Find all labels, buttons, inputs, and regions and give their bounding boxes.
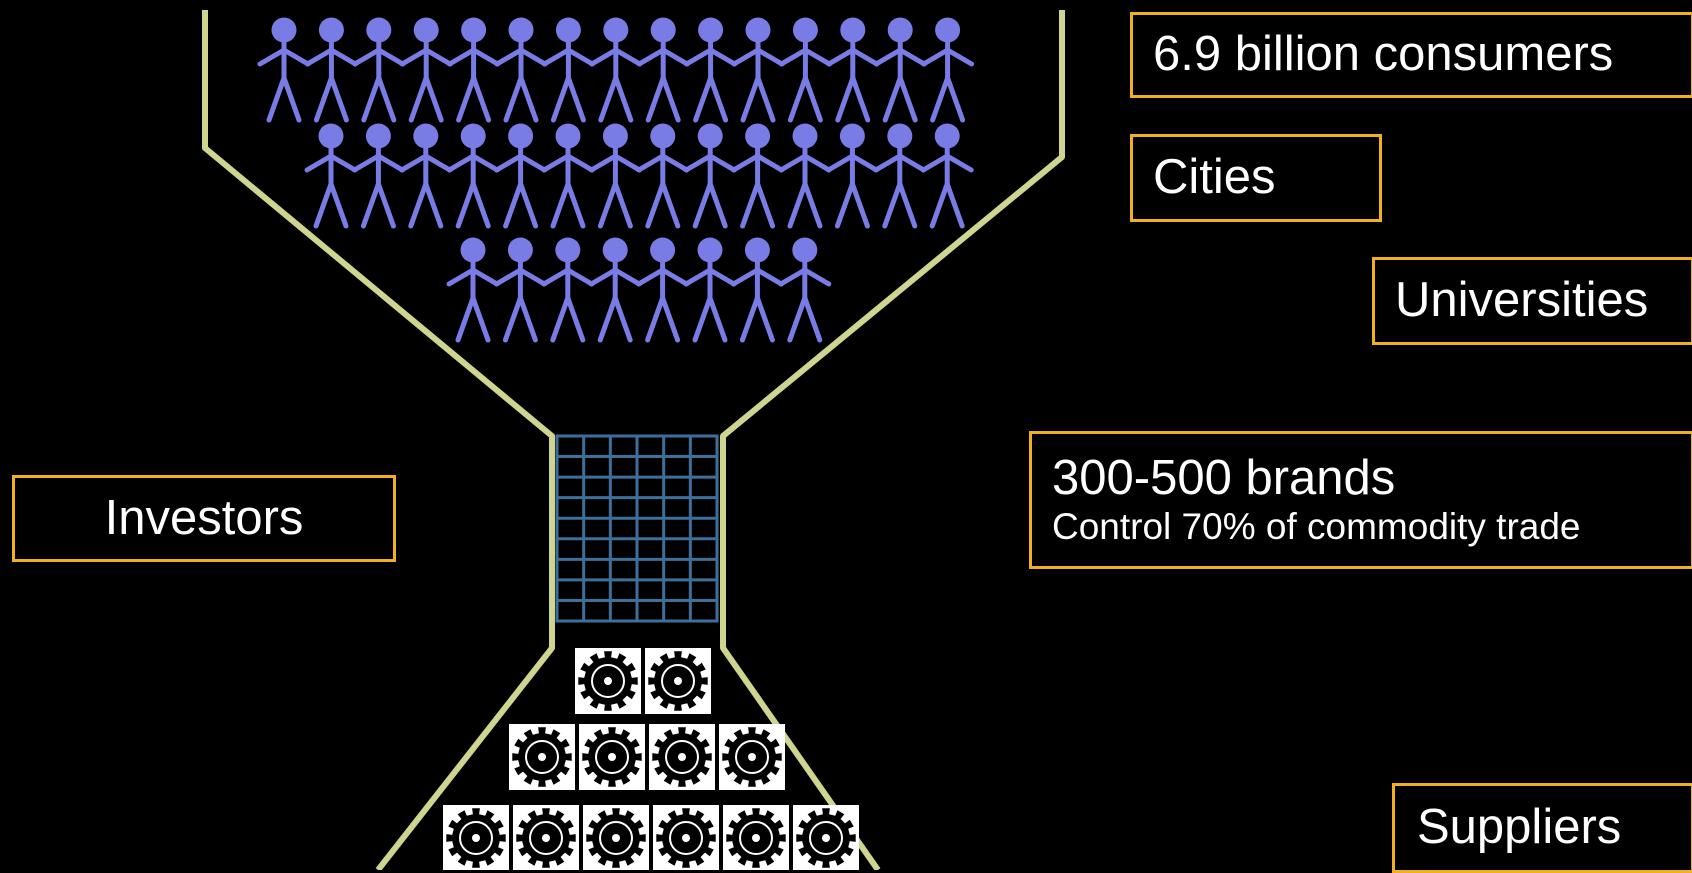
person-icon xyxy=(731,123,785,229)
person-icon xyxy=(352,17,406,123)
person-icon xyxy=(446,237,500,343)
brands-title: 300-500 brands xyxy=(1052,450,1396,505)
person-icon xyxy=(447,17,501,123)
person-icon xyxy=(446,123,500,229)
gear-icon xyxy=(513,805,579,870)
person-icon xyxy=(683,123,737,229)
person-icon xyxy=(778,237,832,343)
person-icon xyxy=(588,237,642,343)
person-icon xyxy=(541,123,595,229)
brands-subtitle: Control 70% of commodity trade xyxy=(1052,505,1581,547)
person-icon xyxy=(873,17,927,123)
consumers-crowd xyxy=(257,17,975,343)
person-icon xyxy=(541,237,595,343)
gear-icon xyxy=(443,805,509,870)
gear-row xyxy=(443,805,859,870)
person-icon xyxy=(636,123,690,229)
suppliers-label-box: Suppliers xyxy=(1392,783,1692,873)
person-icon xyxy=(684,17,738,123)
universities-label: Universities xyxy=(1395,273,1649,328)
person-icon xyxy=(589,17,643,123)
brands-grid xyxy=(555,434,719,623)
people-row xyxy=(304,123,974,229)
people-row xyxy=(446,237,832,343)
suppliers-factories xyxy=(443,648,859,870)
gear-icon xyxy=(653,805,719,870)
people-row xyxy=(257,17,975,123)
person-icon xyxy=(493,237,547,343)
person-icon xyxy=(683,237,737,343)
funnel-right-edge xyxy=(720,10,1065,870)
person-icon xyxy=(873,123,927,229)
gear-icon xyxy=(793,805,859,870)
consumers-label-box: 6.9 billion consumers xyxy=(1130,12,1692,98)
gear-row xyxy=(509,724,785,790)
person-icon xyxy=(304,123,358,229)
person-icon xyxy=(825,123,879,229)
person-icon xyxy=(778,123,832,229)
person-icon xyxy=(921,17,975,123)
person-icon xyxy=(636,17,690,123)
cities-label: Cities xyxy=(1153,150,1276,205)
person-icon xyxy=(588,123,642,229)
investors-label-box: Investors xyxy=(12,475,396,562)
investors-label: Investors xyxy=(104,490,304,545)
gear-icon xyxy=(645,648,711,714)
gear-icon xyxy=(575,648,641,714)
gear-icon xyxy=(649,724,715,790)
person-icon xyxy=(399,123,453,229)
person-icon xyxy=(826,17,880,123)
consumers-label: 6.9 billion consumers xyxy=(1153,27,1614,82)
person-icon xyxy=(730,237,784,343)
gear-row xyxy=(575,648,711,714)
funnel-left-edge xyxy=(202,10,555,870)
gear-icon xyxy=(723,805,789,870)
cities-label-box: Cities xyxy=(1130,134,1382,222)
person-icon xyxy=(257,17,311,123)
person-icon xyxy=(541,17,595,123)
person-icon xyxy=(399,17,453,123)
suppliers-label: Suppliers xyxy=(1417,800,1622,855)
gear-icon xyxy=(583,805,649,870)
brands-label-box: 300-500 brands Control 70% of commodity … xyxy=(1029,431,1692,569)
person-icon xyxy=(731,17,785,123)
person-icon xyxy=(778,17,832,123)
gear-icon xyxy=(719,724,785,790)
gear-icon xyxy=(579,724,645,790)
person-icon xyxy=(351,123,405,229)
universities-label-box: Universities xyxy=(1372,257,1692,345)
gear-icon xyxy=(509,724,575,790)
person-icon xyxy=(494,123,548,229)
funnel-outline xyxy=(202,10,1065,870)
person-icon xyxy=(636,237,690,343)
person-icon xyxy=(494,17,548,123)
person-icon xyxy=(304,17,358,123)
person-icon xyxy=(920,123,974,229)
